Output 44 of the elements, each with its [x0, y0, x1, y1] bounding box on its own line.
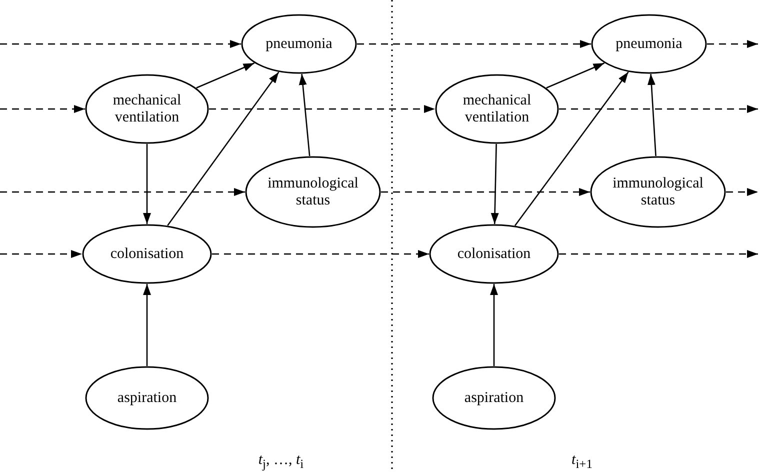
dashed-arrow	[209, 105, 435, 113]
arrow	[196, 62, 255, 88]
node-label: pneumonia	[614, 36, 684, 52]
time-label: t$_{j}$, …, t$_{i}$	[258, 452, 304, 472]
ellipse-node	[245, 156, 381, 228]
ellipse-node	[591, 14, 707, 74]
node-label: pneumonia	[264, 36, 334, 52]
dashed-arrow	[559, 105, 758, 113]
arrow	[514, 72, 629, 226]
dashed-arrow	[726, 188, 758, 196]
ellipse-node	[590, 156, 726, 228]
ellipse-node	[432, 366, 556, 430]
arrow	[490, 144, 499, 224]
ellipse-node	[429, 224, 559, 284]
time-label: t$_{i+1}$	[572, 452, 592, 472]
arrow	[546, 62, 605, 88]
arrow	[298, 74, 310, 156]
node-label: immunological status	[612, 176, 704, 208]
dashed-arrow	[0, 105, 85, 113]
dashed-arrow	[357, 40, 591, 48]
node-label: aspiration	[116, 390, 178, 406]
arrow	[490, 284, 498, 366]
node-label: aspiration	[463, 390, 525, 406]
dashed-arrow	[381, 188, 590, 196]
dashed-arrow	[559, 250, 758, 258]
node-label: mechanical ventilation	[112, 92, 182, 126]
ellipse-node	[85, 74, 209, 144]
dashed-arrow	[0, 40, 241, 48]
ellipse-node	[85, 366, 209, 430]
arrow	[143, 144, 151, 224]
dashed-arrow	[707, 40, 758, 48]
node-label: colonisation	[456, 246, 532, 262]
node-label: colonisation	[109, 246, 185, 262]
arrow	[143, 284, 151, 366]
arrow	[167, 72, 280, 226]
ellipse-node	[82, 224, 212, 284]
node-label: mechanical ventilation	[462, 92, 532, 126]
dashed-arrow	[0, 250, 82, 258]
ellipse-node	[435, 74, 559, 144]
ellipse-node	[241, 14, 357, 74]
node-label: immunological status	[266, 176, 360, 208]
dashed-arrow	[212, 250, 429, 258]
dashed-arrow	[0, 188, 245, 196]
arrow	[647, 74, 656, 156]
